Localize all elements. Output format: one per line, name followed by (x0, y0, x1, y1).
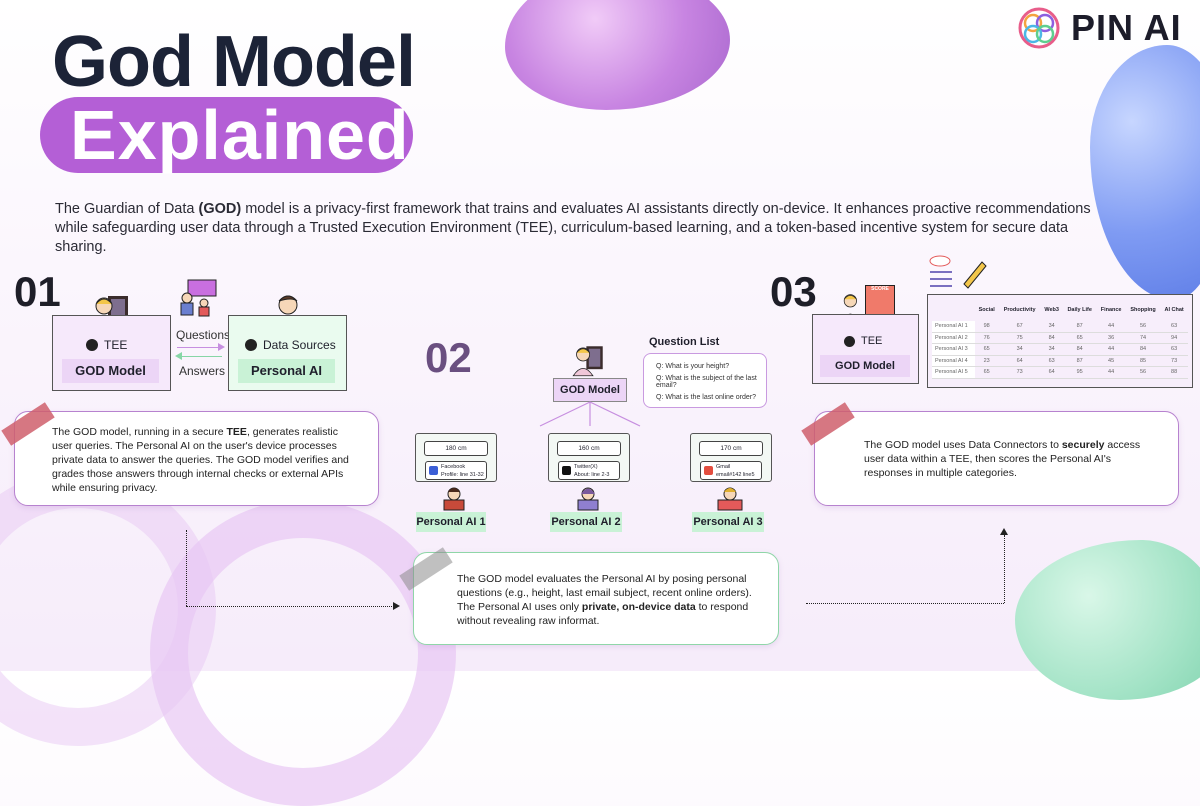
step-number: 01 (14, 268, 61, 315)
god-model-avatar-icon (572, 346, 603, 377)
step1-description-card (14, 411, 379, 506)
chip-icon (86, 339, 98, 351)
tee-label: TEE (86, 338, 127, 352)
question-list-title: Question List (649, 336, 720, 348)
tee-label: TEE (844, 335, 882, 347)
personal-ai-label: Personal AI 3 (692, 512, 764, 532)
user-avatar-icon (577, 487, 599, 511)
connector-line (186, 606, 396, 607)
x-twitter-icon (562, 466, 571, 475)
presentation-icon (180, 279, 217, 317)
connector-line (806, 603, 1004, 604)
connector-line (186, 530, 187, 606)
facebook-icon (429, 466, 438, 475)
step-number: 03 (770, 268, 817, 315)
questions-arrow (177, 347, 222, 348)
page-subtitle: Explained (70, 96, 410, 174)
score-board: SCORE (865, 285, 895, 317)
title-pill (40, 97, 413, 173)
question-item: Q: What is the subject of the last email… (656, 375, 757, 389)
chip-icon (844, 335, 855, 347)
decorative-blue-blob (1090, 45, 1200, 300)
step1-description: The GOD model, running in a secure TEE, … (52, 426, 349, 494)
question-list: Q: What is your height? Q: What is the s… (643, 353, 767, 408)
answers-arrow (177, 356, 222, 357)
personal-ai-label: Personal AI (238, 359, 335, 383)
question-item: Q: What is the last online order? (656, 394, 756, 401)
pin-ai-logo-icon (1018, 7, 1060, 49)
god-model-label: GOD Model (820, 355, 910, 377)
questions-label: Questions (176, 328, 231, 342)
step3-description: The GOD model uses Data Connectors to se… (864, 439, 1141, 479)
score-table: Social Productivity Web3 Daily Life Fina… (932, 299, 1188, 379)
user-avatar-icon (717, 487, 743, 511)
step2-description: The GOD model evaluates the Personal AI … (457, 573, 752, 627)
arrow-head-icon (393, 602, 400, 610)
intro-text: The Guardian of Data (55, 201, 199, 217)
arrow-head-icon (175, 352, 182, 360)
step3-description-card (814, 411, 1179, 506)
brand-logo: PIN AI (1017, 6, 1182, 50)
personal-ai-label: Personal AI 1 (416, 512, 486, 532)
data-sources-label: Data Sources (245, 338, 336, 352)
god-model-label: GOD Model (553, 378, 627, 402)
checklist-icon (929, 255, 987, 289)
database-icon (245, 339, 257, 351)
intro-paragraph: The Guardian of Data (GOD) model is a pr… (55, 200, 1115, 257)
personal-ai-card: 160 cm Twitter(X)About: line 2-3 (548, 433, 630, 482)
decorative-green-blob (1015, 540, 1200, 700)
score-table-container: Social Productivity Web3 Daily Life Fina… (927, 294, 1193, 388)
user-avatar-icon (443, 487, 465, 511)
step-number: 02 (425, 334, 472, 381)
god-model-label: GOD Model (62, 359, 159, 383)
brand-name: PIN AI (1071, 7, 1182, 48)
decorative-purple-blob (505, 0, 730, 110)
personal-ai-label: Personal AI 2 (550, 512, 622, 532)
intro-text: model is a privacy-first framework that … (55, 201, 1091, 255)
connector-line (1004, 535, 1005, 603)
gmail-icon (704, 466, 713, 475)
answers-label: Answers (179, 364, 226, 378)
question-item: Q: What is your height? (656, 363, 730, 370)
step2-description-card (413, 552, 779, 645)
arrow-head-icon (1000, 528, 1008, 535)
branch-arrows (539, 401, 641, 427)
table-header-row: Social Productivity Web3 Daily Life Fina… (978, 307, 1184, 313)
page-title: God Model (52, 22, 416, 102)
arrow-head-icon (218, 343, 225, 351)
intro-bold: (GOD) (198, 201, 242, 217)
